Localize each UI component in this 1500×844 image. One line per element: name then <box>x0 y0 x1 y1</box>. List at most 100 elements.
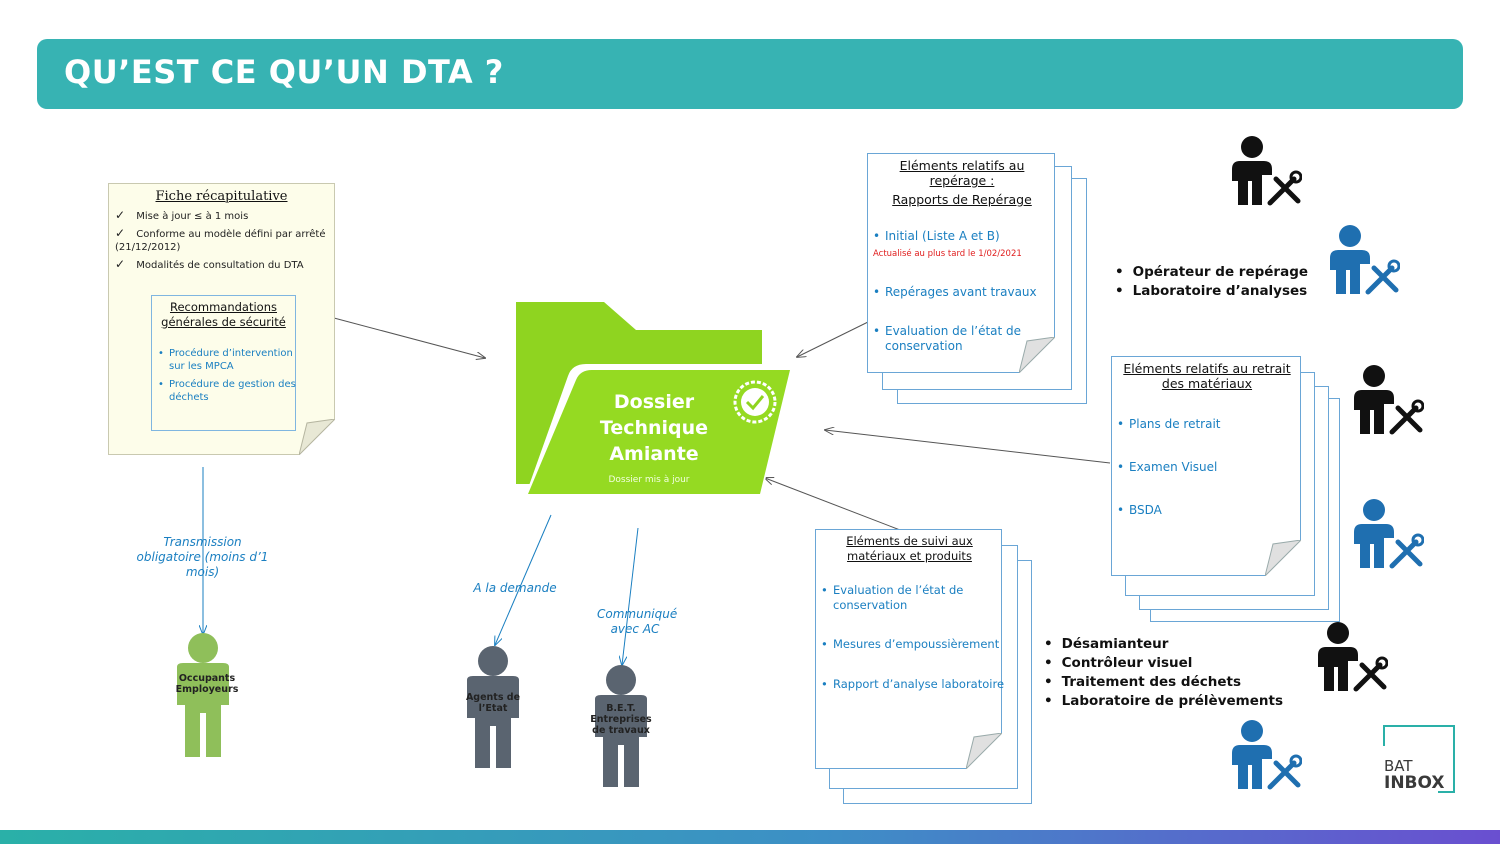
suivi-item-3: • Rapport d’analyse laboratoire <box>821 677 1011 692</box>
role-item-text: Opérateur de repérage <box>1132 264 1309 280</box>
badge-check-icon <box>733 380 777 424</box>
fiche-check-text: Mise à jour ≤ à 1 mois <box>136 211 249 222</box>
bullet-icon: • <box>1117 460 1125 474</box>
role-item: •Opérateur de repérage <box>1115 263 1308 282</box>
worker-tools-icon <box>1330 225 1400 295</box>
fiche-check-3: ✓ Modalités de consultation du DTA <box>115 258 330 272</box>
retrait-item-text: BSDA <box>1129 503 1162 517</box>
batinbox-logo: BAT INBOX <box>1382 724 1456 794</box>
roles-bottom-list: • Désamianteur •Contrôleur visuel • Traite… <box>1044 635 1283 711</box>
fiche-check-text: Conforme au modèle défini par arrêté (21… <box>115 229 326 253</box>
bullet-icon: • <box>158 348 164 359</box>
retrait-item-2: • Examen Visuel <box>1117 460 1309 475</box>
bullet-icon: • <box>873 229 881 243</box>
bullet-icon: • <box>1044 693 1053 709</box>
role-item-text: Laboratoire de prélèvements <box>1061 693 1283 709</box>
bullet-icon: • <box>821 583 828 597</box>
retrait-item-3: • BSDA <box>1117 503 1309 518</box>
bullet-icon: • <box>1117 417 1125 431</box>
recommandations-title: Recommandations générales de sécurité <box>161 300 286 329</box>
bullet-icon: • <box>873 324 881 338</box>
suivi-item-text: Evaluation de l’état de conservation <box>833 583 964 612</box>
retrait-document: Eléments relatifs au retrait des matéria… <box>1111 356 1301 576</box>
bullet-icon: • <box>1115 283 1124 299</box>
arrow-retrait-to-dossier <box>825 430 1111 464</box>
reperage-item-1: • Initial (Liste A et B) <box>873 229 1063 244</box>
worker-tools-icon <box>1232 136 1302 206</box>
fiche-title: Fiche récapitulative <box>155 189 288 204</box>
retrait-item-1: • Plans de retrait <box>1117 417 1309 432</box>
logo-line-2: INBOX <box>1384 773 1445 793</box>
reco-item-2: • Procédure de gestion des déchets <box>158 378 301 404</box>
worker-tools-icon <box>1232 720 1302 790</box>
role-item: • Laboratoire d’analyses <box>1115 282 1308 301</box>
suivi-title: Eléments de suivi aux matériaux et produ… <box>846 534 973 563</box>
logo-line-1: BAT <box>1384 757 1413 775</box>
retrait-title: Eléments relatifs au retrait des matéria… <box>1123 361 1291 391</box>
suivi-item-text: Mesures d’empoussièrement <box>833 637 1000 651</box>
reco-item-1: • Procédure d’intervention sur les MPCA <box>158 347 301 373</box>
person-bet-icon <box>595 665 647 787</box>
page-fold-icon <box>1019 337 1055 373</box>
role-item-text: Traitement des déchets <box>1061 674 1241 690</box>
folder-title-line-3: Amiante <box>609 443 699 465</box>
roles-top-list: •Opérateur de repérage • Laboratoire d’an… <box>1115 263 1308 301</box>
bullet-icon: • <box>158 379 164 390</box>
bullet-icon: • <box>1044 674 1053 690</box>
reperage-subtitle: Rapports de Repérage <box>892 192 1032 207</box>
role-item: • Désamianteur <box>1044 635 1283 654</box>
bullet-icon: • <box>1044 636 1053 652</box>
person-label-occupants: Occupants Employeurs <box>175 673 239 695</box>
person-label-agents: Agents de l’Etat <box>465 692 521 714</box>
arrow-to-bet <box>622 527 639 665</box>
role-item: • Traitement des déchets <box>1044 673 1283 692</box>
role-item: •Contrôleur visuel <box>1044 654 1283 673</box>
reperage-item-3: • Evaluation de l’état de conservation <box>873 324 1035 354</box>
role-item-text: Désamianteur <box>1061 636 1169 652</box>
folder-icon <box>516 302 792 494</box>
arrow-fiche-to-dossier <box>333 317 485 358</box>
edge-label-transmission: Transmission obligatoire (moins d’1 mois… <box>136 535 269 579</box>
folder-subtitle: Dossier mis à jour <box>608 475 690 485</box>
bullet-icon: • <box>1044 655 1053 671</box>
bullet-icon: • <box>873 285 881 299</box>
fiche-check-2: ✓ Conforme au modèle défini par arrêté (… <box>115 227 330 254</box>
reco-item-text: Procédure de gestion des déchets <box>169 379 296 403</box>
check-icon: ✓ <box>115 208 126 222</box>
folder-title-line-1: Dossier <box>613 391 695 413</box>
page-title: QU’EST CE QU’UN DTA ? <box>64 53 504 91</box>
retrait-item-text: Examen Visuel <box>1129 460 1218 474</box>
reperage-item-text: Repérages avant travaux <box>885 285 1037 299</box>
bullet-icon: • <box>821 637 828 651</box>
reperage-item-text: Initial (Liste A et B) <box>885 229 1000 243</box>
worker-tools-icon <box>1354 499 1424 569</box>
arrow-to-agents <box>495 514 552 645</box>
recommandations-box: Recommandations générales de sécurité • … <box>151 295 296 431</box>
page-fold-icon <box>1265 540 1301 576</box>
page-fold-icon <box>966 733 1002 769</box>
reperage-item-2: • Repérages avant travaux <box>873 285 1063 300</box>
arrow-reperage-to-dossier <box>797 321 869 357</box>
bullet-icon: • <box>821 677 828 691</box>
dossier-technique-amiante: Dossier Technique Amiante Dossier mis à … <box>516 302 796 497</box>
fiche-recapitulative: Fiche récapitulative ✓ Mise à jour ≤ à 1… <box>108 183 335 455</box>
reperage-title: Eléments relatifs au repérage : <box>899 158 1025 188</box>
footer-bar <box>0 830 1500 844</box>
fiche-check-text: Modalités de consultation du DTA <box>136 260 304 271</box>
suivi-document: Eléments de suivi aux matériaux et produ… <box>815 529 1004 769</box>
reperage-item-text: Evaluation de l’état de conservation <box>885 324 1022 353</box>
fiche-check-1: ✓ Mise à jour ≤ à 1 mois <box>115 209 330 223</box>
reperage-document: Eléments relatifs au repérage : Rapports… <box>867 153 1055 373</box>
suivi-item-2: • Mesures d’empoussièrement <box>821 637 1011 652</box>
page-fold-icon <box>299 419 335 455</box>
worker-tools-icon <box>1318 622 1388 692</box>
logo-frame-icon <box>1383 725 1455 793</box>
folder-title-line-2: Technique <box>599 417 709 439</box>
reperage-note: Actualisé au plus tard le 1/02/2021 <box>873 249 1022 259</box>
title-bar: QU’EST CE QU’UN DTA ? <box>37 39 1463 109</box>
person-label-bet: B.E.T. Entreprises de travaux <box>590 703 652 736</box>
role-item-text: Laboratoire d’analyses <box>1132 283 1308 299</box>
edge-label-communique: Communiqué avec AC <box>597 607 678 636</box>
person-agents-icon <box>467 646 519 768</box>
suivi-item-1: • Evaluation de l’état de conservation <box>821 583 998 613</box>
